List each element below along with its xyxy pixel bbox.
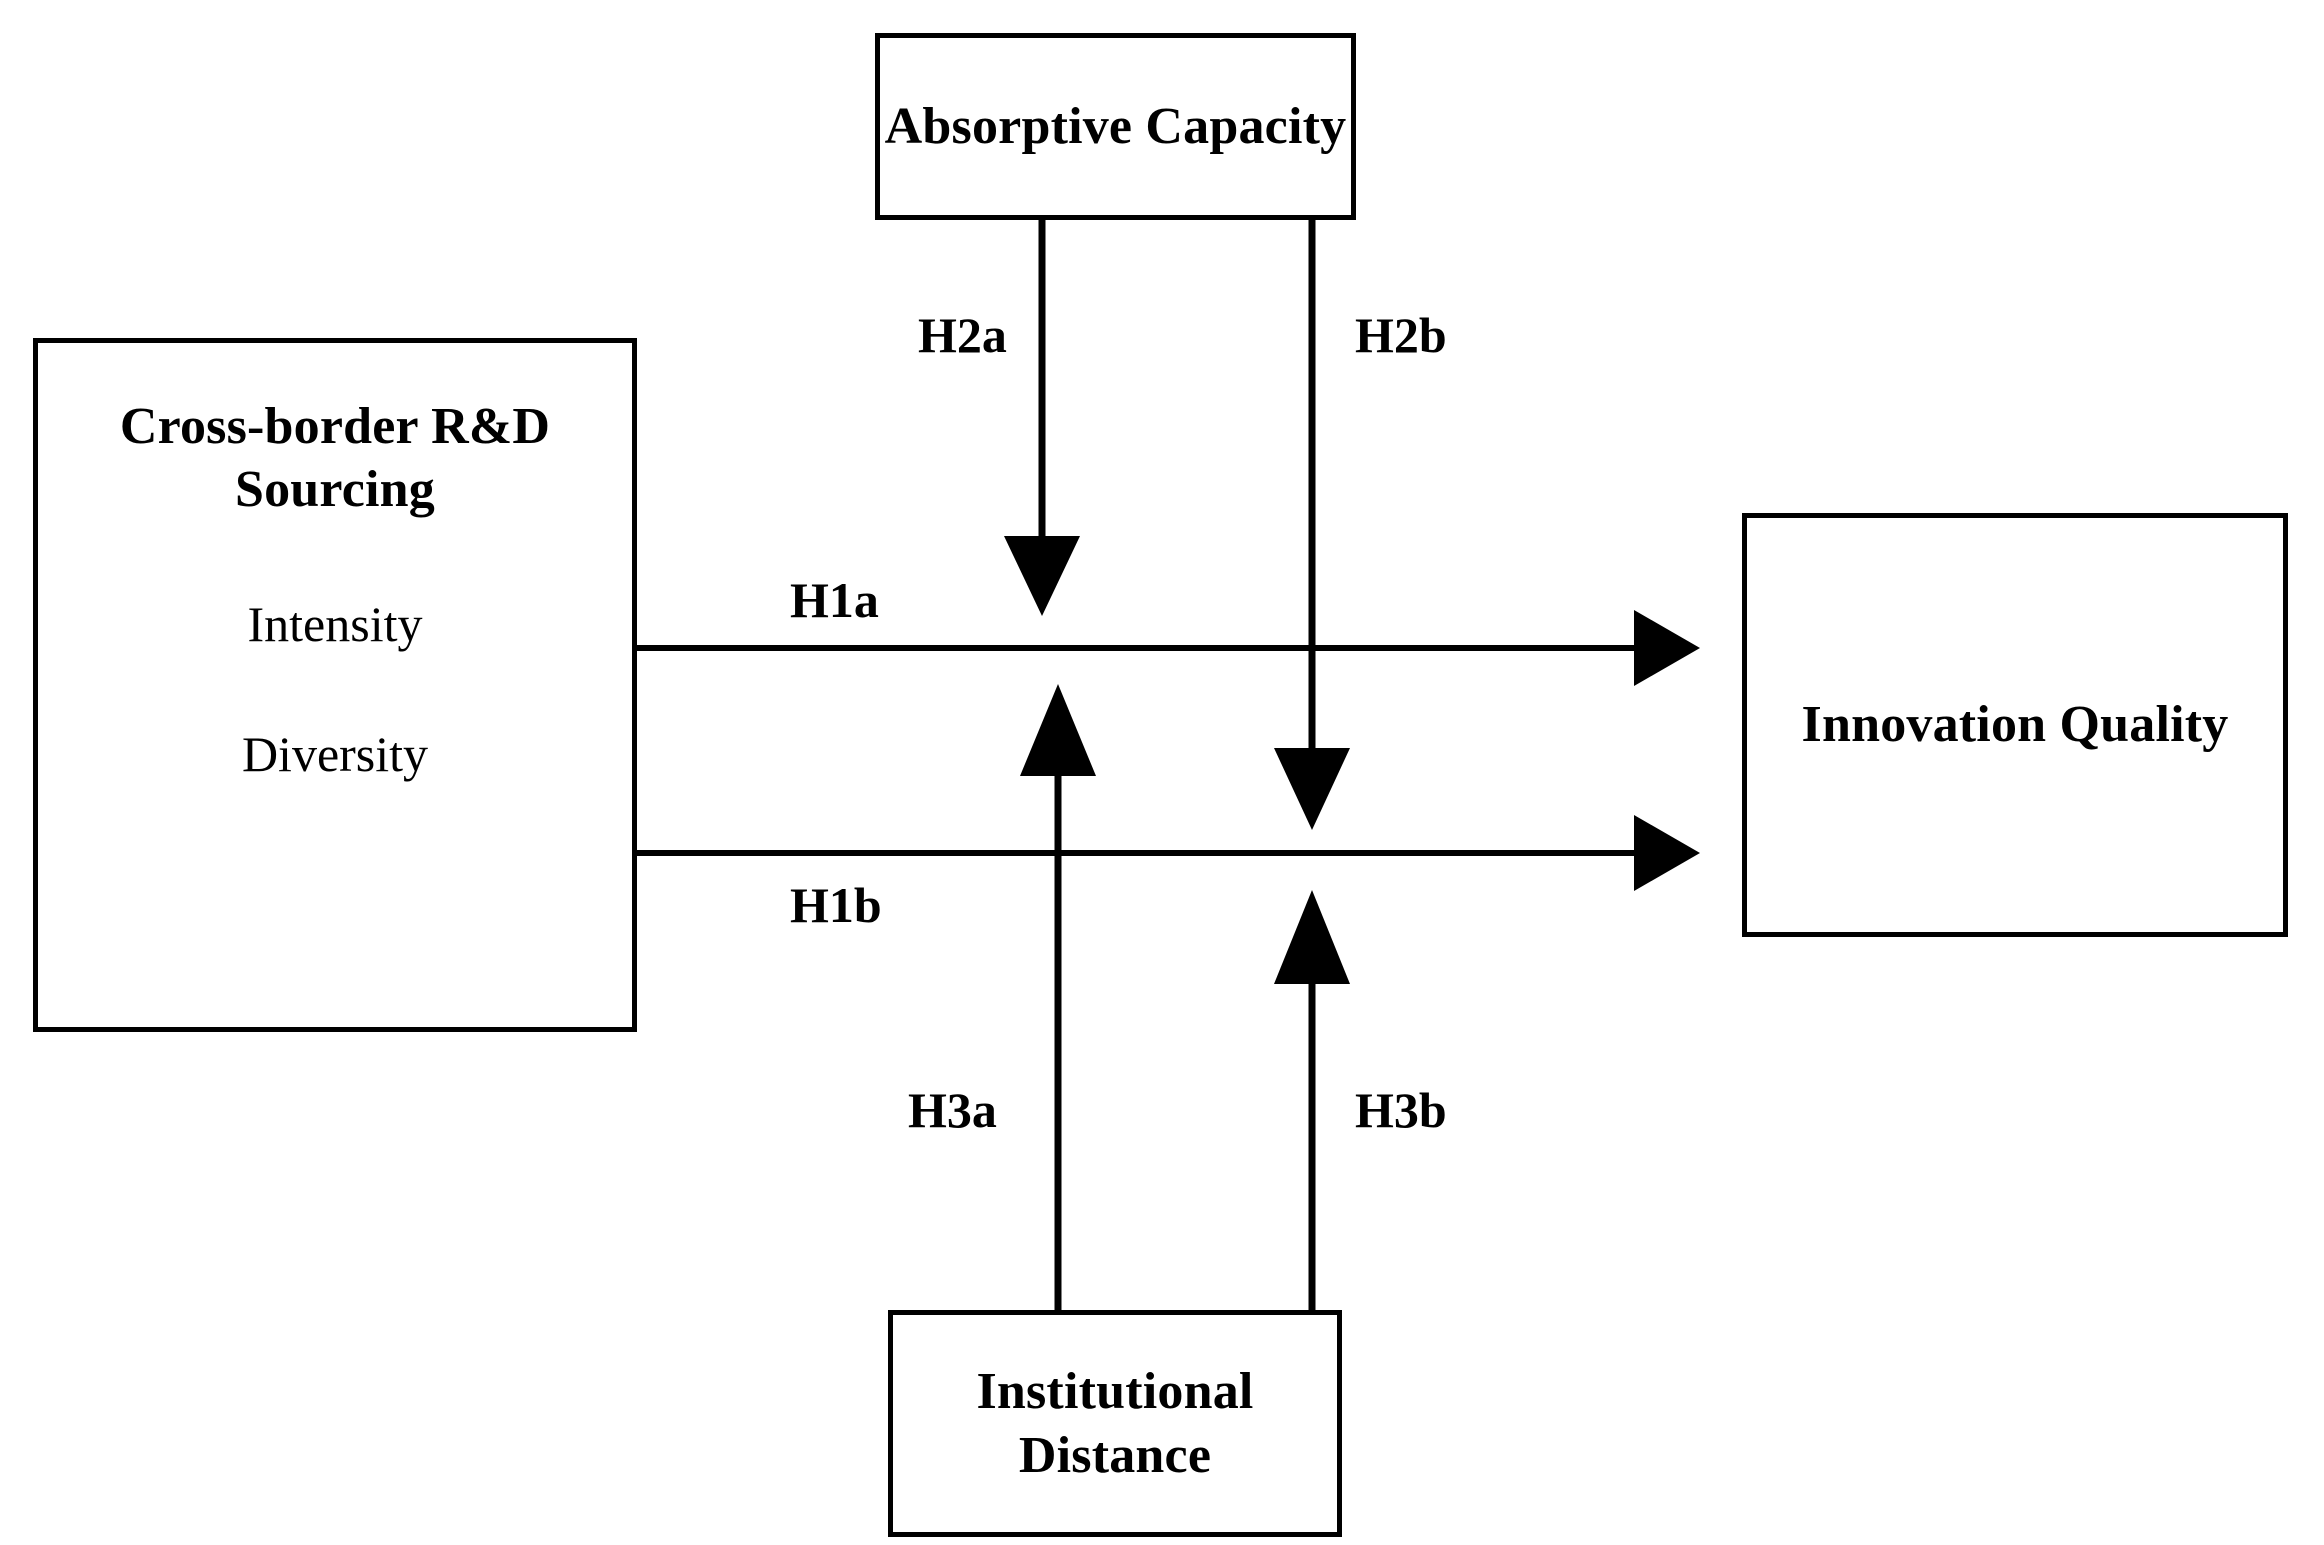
- edge-h3b: [1274, 890, 1350, 1310]
- edge-h1a: [637, 610, 1700, 686]
- node-absorptive-capacity: Absorptive Capacity: [875, 33, 1356, 220]
- edge-h2b: [1274, 220, 1350, 830]
- node-institutional-distance-title-line1: Institutional: [976, 1363, 1254, 1421]
- edge-label-h1a: H1a: [790, 572, 879, 628]
- edge-h3a: [1020, 684, 1096, 1310]
- edge-label-h2a: H2a: [918, 307, 1007, 363]
- node-institutional-distance-title-line2: Distance: [1018, 1426, 1212, 1484]
- node-cross-border-rd-sourcing-item-diversity: Diversity: [241, 725, 429, 782]
- edge-h2a: [1004, 220, 1080, 616]
- node-cross-border-rd-sourcing: Cross-border R&D Sourcing Intensity Dive…: [33, 338, 637, 1032]
- node-absorptive-capacity-title: Absorptive Capacity: [884, 97, 1347, 155]
- node-institutional-distance: Institutional Distance: [888, 1310, 1342, 1537]
- edge-label-h3a: H3a: [908, 1082, 997, 1138]
- edge-label-h1b: H1b: [790, 877, 882, 933]
- node-innovation-quality-title: Innovation Quality: [1801, 696, 2229, 754]
- node-cross-border-rd-sourcing-item-intensity: Intensity: [247, 595, 423, 652]
- edge-label-h2b: H2b: [1355, 307, 1447, 363]
- node-innovation-quality: Innovation Quality: [1742, 513, 2288, 937]
- edge-label-h3b: H3b: [1355, 1082, 1447, 1138]
- edge-h1b: [637, 815, 1700, 891]
- node-cross-border-rd-sourcing-title: Cross-border R&D Sourcing: [119, 398, 551, 519]
